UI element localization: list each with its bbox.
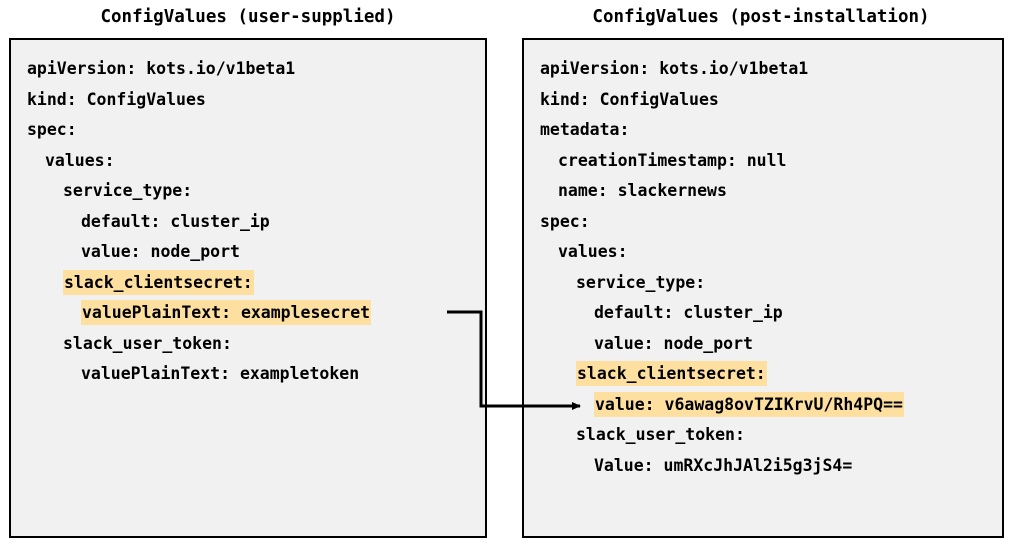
code-line: creationTimestamp: null <box>524 146 1002 177</box>
panel-user-supplied: ConfigValues (user-supplied) apiVersion:… <box>0 0 496 559</box>
code-line: valuePlainText: examplesecret <box>11 298 485 329</box>
code-text: Value: umRXcJhJAl2i5g3jS4= <box>594 455 853 475</box>
code-text: value: node_port <box>594 333 753 353</box>
code-line: service_type: <box>524 268 1002 299</box>
code-line: value: v6awag8ovTZIKrvU/Rh4PQ== <box>524 390 1002 421</box>
code-line: valuePlainText: exampletoken <box>11 359 485 390</box>
code-text: kind: ConfigValues <box>27 89 206 109</box>
code-text: creationTimestamp: null <box>558 150 787 170</box>
code-line: apiVersion: kots.io/v1beta1 <box>11 54 485 85</box>
code-line: kind: ConfigValues <box>524 85 1002 116</box>
code-text: values: <box>45 150 115 170</box>
code-text: kind: ConfigValues <box>540 89 719 109</box>
code-box-user-supplied: apiVersion: kots.io/v1beta1 kind: ConfigV… <box>9 38 487 538</box>
code-text: spec: <box>540 211 590 231</box>
code-line: default: cluster_ip <box>11 207 485 238</box>
code-line: slack_user_token: <box>11 329 485 360</box>
code-text: service_type: <box>63 181 193 200</box>
code-text: spec: <box>27 120 77 139</box>
code-text: default: cluster_ip <box>81 211 270 231</box>
code-text: apiVersion: kots.io/v1beta1 <box>540 59 809 78</box>
code-text: service_type: <box>576 272 706 292</box>
code-line: default: cluster_ip <box>524 298 1002 329</box>
panel-title-user-supplied: ConfigValues (user-supplied) <box>100 7 396 27</box>
highlighted-code-text: slack_clientsecret: <box>576 361 767 386</box>
highlighted-code-text: valuePlainText: examplesecret <box>81 300 372 325</box>
code-line: slack_clientsecret: <box>11 268 485 299</box>
code-box-post-installation: apiVersion: kots.io/v1beta1 kind: ConfigV… <box>522 38 1004 538</box>
code-text: apiVersion: kots.io/v1beta1 <box>27 59 296 78</box>
code-line: spec: <box>11 115 485 146</box>
code-line: spec: <box>524 207 1002 238</box>
code-text: valuePlainText: exampletoken <box>81 364 360 383</box>
code-line: slack_clientsecret: <box>524 359 1002 390</box>
panel-post-installation: ConfigValues (post-installation) apiVers… <box>513 0 1009 559</box>
code-line: Value: umRXcJhJAl2i5g3jS4= <box>524 451 1002 482</box>
code-text: metadata: <box>540 120 630 139</box>
code-text: value: node_port <box>81 242 240 261</box>
code-line: service_type: <box>11 176 485 207</box>
code-line: apiVersion: kots.io/v1beta1 <box>524 54 1002 85</box>
code-line: metadata: <box>524 115 1002 146</box>
code-lines-post-installation: apiVersion: kots.io/v1beta1 kind: ConfigV… <box>524 54 1002 481</box>
code-line: values: <box>524 237 1002 268</box>
highlighted-code-text: slack_clientsecret: <box>63 269 254 295</box>
highlighted-code-text: value: v6awag8ovTZIKrvU/Rh4PQ== <box>594 391 904 417</box>
code-line: values: <box>11 146 485 177</box>
panel-title-post-installation: ConfigValues (post-installation) <box>592 7 930 27</box>
code-text: values: <box>558 242 628 261</box>
code-text: name: slackernews <box>558 181 727 200</box>
code-line: value: node_port <box>11 237 485 268</box>
code-text: default: cluster_ip <box>594 303 783 322</box>
code-lines-user-supplied: apiVersion: kots.io/v1beta1 kind: ConfigV… <box>11 54 485 390</box>
code-line: slack_user_token: <box>524 420 1002 451</box>
code-line: kind: ConfigValues <box>11 85 485 116</box>
code-line: value: node_port <box>524 329 1002 360</box>
code-text: slack_user_token: <box>576 425 745 444</box>
code-text: slack_user_token: <box>63 333 232 353</box>
code-line: name: slackernews <box>524 176 1002 207</box>
